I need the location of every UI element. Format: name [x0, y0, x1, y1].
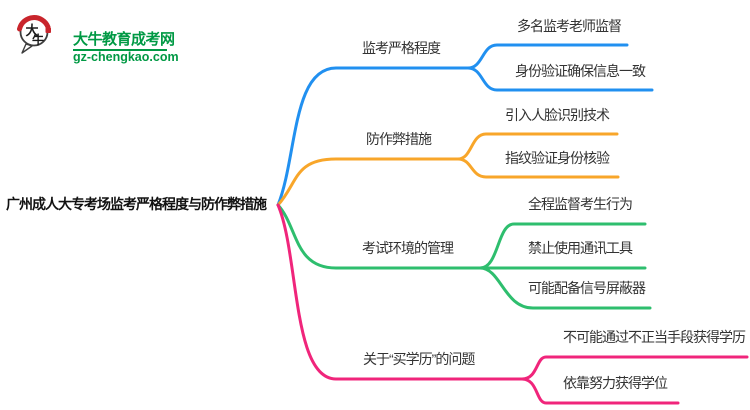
branch-invigilation-strictness[interactable]: 监考严格程度: [362, 40, 441, 56]
leaf-multiple-invigilators[interactable]: 多名监考老师监督: [517, 18, 622, 34]
site-name: 大牛教育成考网: [73, 31, 175, 48]
leaf-no-communication-tools[interactable]: 禁止使用通讯工具: [528, 240, 633, 256]
root-topic[interactable]: 广州成人大专考场监考严格程度与防作弊措施: [6, 196, 267, 212]
leaf-no-improper-means[interactable]: 不可能通过不正当手段获得学历: [563, 329, 746, 345]
site-logo[interactable]: 大 牛 大牛教育成考网 gz-chengkao.com: [17, 12, 207, 64]
daniu-bull-icon: 大 牛: [17, 15, 51, 54]
site-url: gz-chengkao.com: [73, 50, 179, 64]
branch2-lines: [276, 132, 620, 207]
logo-divider: [73, 49, 167, 51]
branch-buying-diploma-question[interactable]: 关于“买学历”的问题: [363, 351, 475, 367]
leaf-full-supervision[interactable]: 全程监督考生行为: [528, 196, 633, 212]
leaf-face-recognition[interactable]: 引入人脸识别技术: [505, 107, 610, 123]
leaf-signal-jammer[interactable]: 可能配备信号屏蔽器: [528, 280, 646, 296]
leaf-fingerprint-verification[interactable]: 指纹验证身份核验: [505, 150, 610, 166]
icon-char-top: 大: [26, 23, 39, 38]
icon-char-bottom: 牛: [32, 32, 44, 47]
branch4-lines: [276, 203, 749, 405]
leaf-earn-degree-by-effort[interactable]: 依靠努力获得学位: [563, 375, 668, 391]
leaf-identity-verification[interactable]: 身份验证确保信息一致: [515, 63, 646, 79]
branch1-lines: [276, 43, 654, 207]
branch-exam-environment-management[interactable]: 考试环境的管理: [362, 240, 454, 256]
branch3-lines: [276, 203, 652, 310]
branch-anti-cheating-measures[interactable]: 防作弊措施: [366, 131, 432, 147]
